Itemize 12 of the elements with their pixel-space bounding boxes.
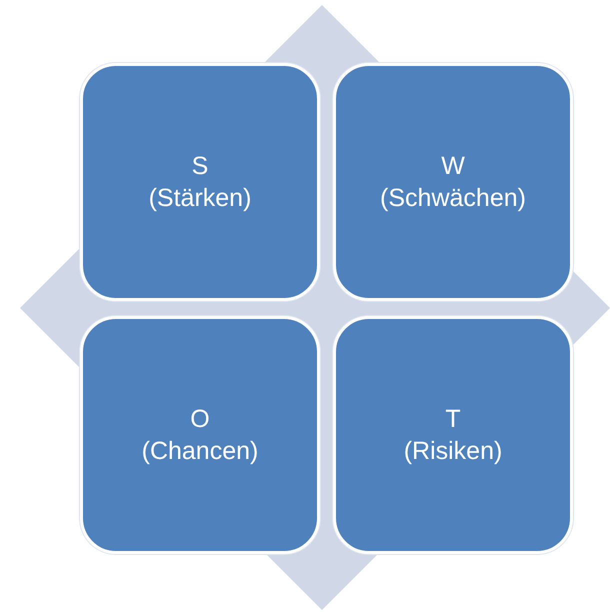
- quadrant-label: (Schwächen): [380, 183, 526, 214]
- quadrant-label: (Stärken): [148, 183, 252, 214]
- swot-quadrant-box: [80, 316, 320, 554]
- swot-quadrant-box: [80, 63, 320, 301]
- swot-quadrant-box: [333, 316, 573, 554]
- quadrant-letter: O: [190, 404, 210, 434]
- quadrant-letter: T: [445, 404, 461, 434]
- swot-quadrant-box: [333, 63, 573, 301]
- quadrant-label: (Risiken): [404, 436, 502, 467]
- quadrant-letter: W: [441, 150, 465, 182]
- quadrant-label: (Chancen): [142, 436, 258, 467]
- quadrant-letter: S: [192, 150, 208, 182]
